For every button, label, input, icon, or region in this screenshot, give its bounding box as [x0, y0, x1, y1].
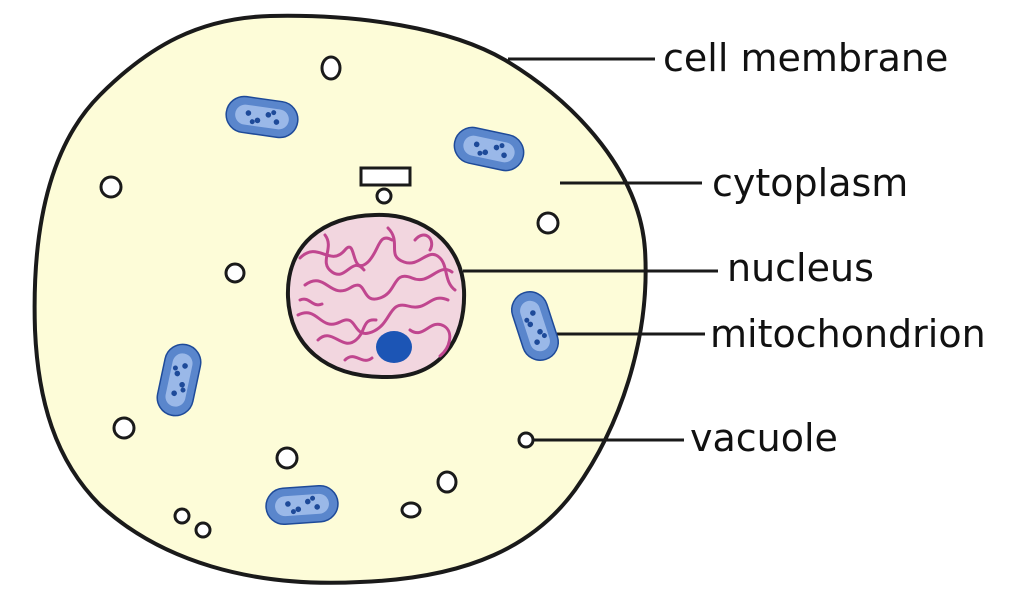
mitochondrion [156, 343, 202, 417]
vacuole [400, 501, 422, 519]
vacuole [436, 470, 458, 494]
mitochondrion [265, 484, 339, 526]
vacuole [224, 262, 246, 284]
vacuole [375, 187, 393, 205]
label-nucleus: nucleus [727, 246, 874, 290]
vacuole [275, 446, 299, 470]
vacuoles [99, 55, 560, 539]
nucleus [285, 212, 467, 380]
nucleus-envelope [285, 212, 467, 380]
vacuole [99, 175, 123, 199]
chromatin [296, 226, 457, 362]
vacuole [112, 416, 136, 440]
vacuole [320, 55, 342, 81]
label-mitochondrion: mitochondrion [710, 312, 986, 356]
small-organelle [359, 166, 412, 187]
mitochondrion [225, 95, 299, 139]
label-cell-membrane: cell membrane [663, 36, 949, 80]
mitochondrion [453, 126, 525, 172]
nucleolus [376, 331, 412, 363]
label-cytoplasm: cytoplasm [712, 161, 909, 205]
mitochondrion [510, 291, 560, 361]
vacuole [536, 211, 560, 235]
label-vacuole: vacuole [690, 416, 838, 460]
vacuole [194, 521, 212, 539]
vacuole [517, 431, 535, 449]
vacuole [173, 507, 191, 525]
